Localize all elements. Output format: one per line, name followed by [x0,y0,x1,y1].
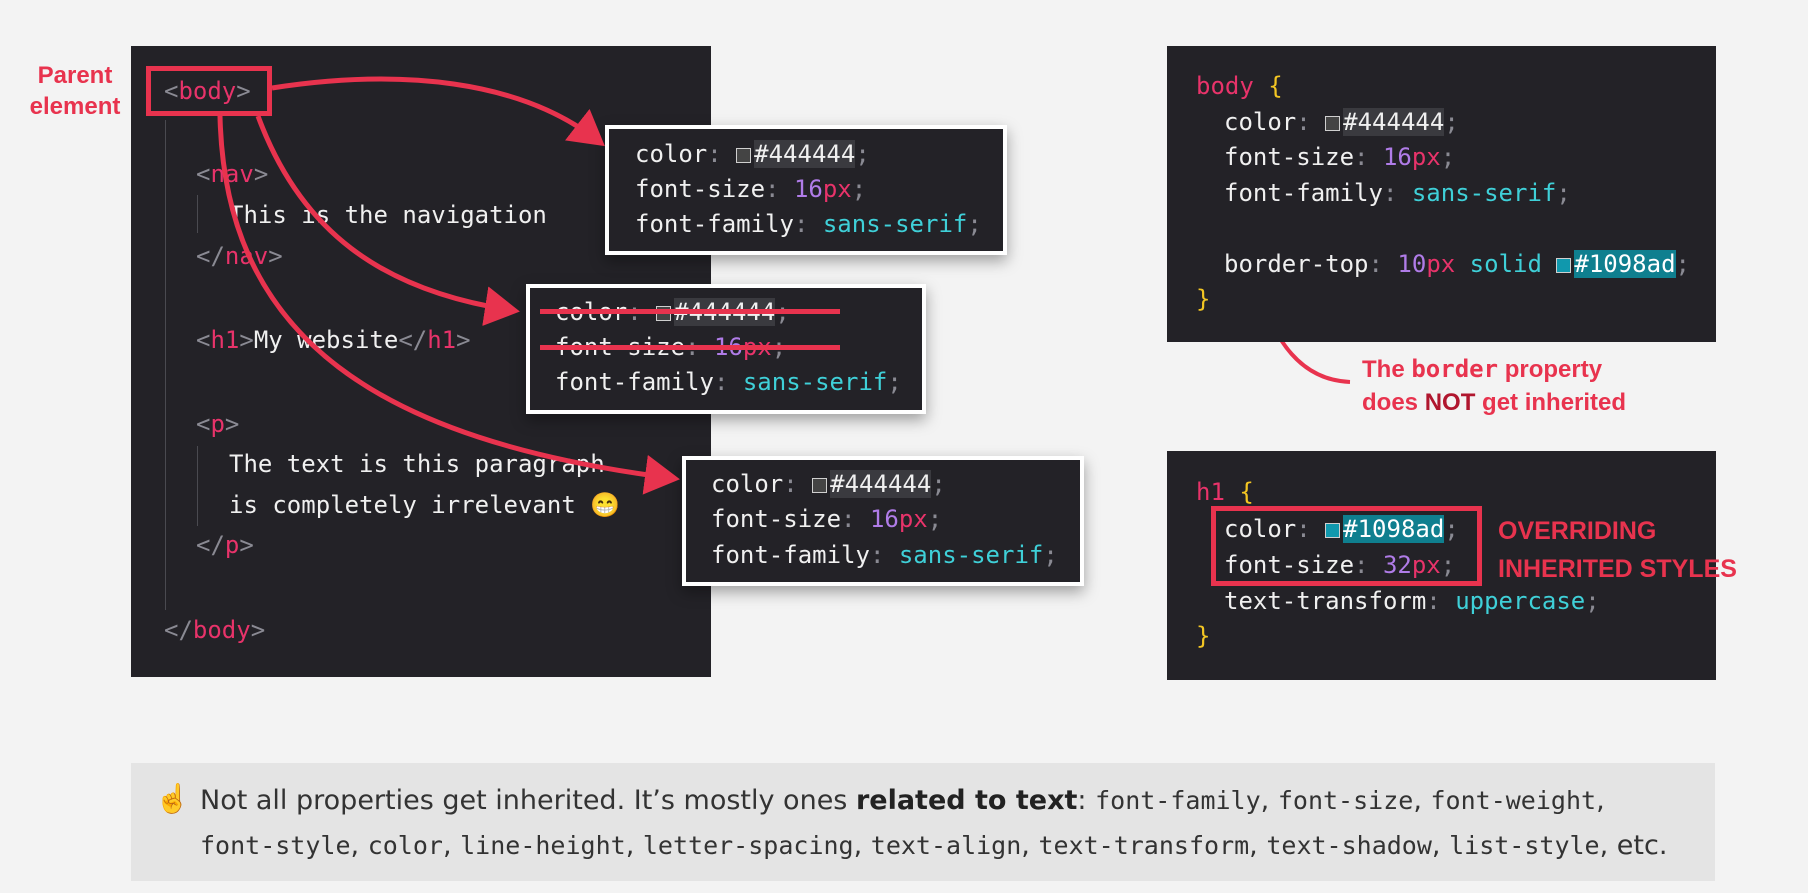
indent-guide [197,195,198,233]
html-body-close: </body> [164,616,266,644]
html-body-open: <body> [164,77,251,105]
card1-font-family: font-family: sans-serif; [635,210,982,238]
body-css-color: color: #444444; [1224,108,1459,136]
parent-element-label: Parent element [29,62,121,120]
h1-css-text-transform: text-transform: uppercase; [1224,587,1600,615]
override-highlight-box [1211,506,1482,586]
indent-guide [165,120,166,610]
pointing-finger-icon: ☝️ [155,783,190,814]
card3-color: color: #444444; [711,470,946,498]
body-css-font-size: font-size: 16px; [1224,143,1456,171]
card2-font-family: font-family: sans-serif; [555,368,902,396]
arrow-to-p-card [217,115,680,495]
body-css-close: } [1196,285,1211,313]
h1-css-color: color: #1098ad; [1224,515,1459,543]
body-css-font-family: font-family: sans-serif; [1224,179,1571,207]
h1-css-panel [1167,451,1716,680]
html-p-text-2: is completely irrelevant 😁 [229,491,621,519]
card1-color: color: #444444; [635,140,870,168]
body-highlight-box [146,66,272,116]
body-css-selector: body { [1196,72,1283,100]
color-swatch-icon [1556,258,1572,273]
html-p-open: <p> [196,410,240,438]
h1-css-font-size: font-size: 32px; [1224,551,1456,579]
color-swatch-icon [736,148,752,163]
grinning-emoji-icon: 😁 [590,491,621,519]
h1-css-selector: h1 { [1196,478,1254,506]
color-swatch-icon [1325,523,1341,538]
overriding-label: OVERRIDING INHERITED STYLES [1498,517,1737,583]
indent-guide [197,446,198,526]
card3-font-size: font-size: 16px; [711,505,943,533]
tip-text: Not all properties get inherited. It’s m… [200,785,1668,861]
html-nav-open: <nav> [196,160,269,188]
card1-font-size: font-size: 16px; [635,175,867,203]
body-css-border-top: border-top: 10px solid #1098ad; [1224,250,1690,278]
color-swatch-icon [812,478,828,493]
strikethrough-font-size [540,345,840,350]
strikethrough-color [540,309,840,314]
body-css-panel [1167,46,1716,342]
tip-box [131,763,1715,881]
arrow-to-h1-card [255,115,520,326]
h1-css-close: } [1196,622,1211,650]
arrow-to-nav-card [271,76,605,147]
border-not-inherited-note: The border property does NOT get inherit… [1362,355,1627,416]
color-swatch-icon [1325,116,1341,131]
card3-font-family: font-family: sans-serif; [711,541,1058,569]
html-p-close: </p> [196,531,254,559]
